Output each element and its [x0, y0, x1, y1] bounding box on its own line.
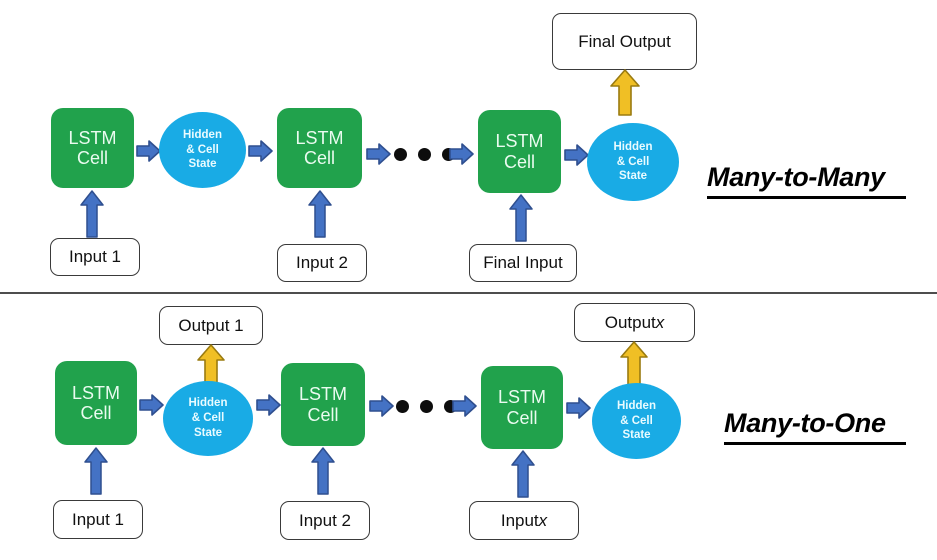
arrow-up-icon	[620, 341, 648, 387]
input-box-x[interactable]: Input x	[469, 501, 579, 540]
lstm-cell-final-line1: LSTM	[495, 131, 544, 152]
input-box-2[interactable]: Input 2	[280, 501, 370, 540]
hidden-cell-state-1-line3: State	[188, 158, 217, 171]
arrow-right-icon	[139, 394, 164, 416]
output-box-final-label: Final Output	[578, 31, 671, 51]
hidden-cell-state-1-line2: & Cell	[191, 412, 225, 425]
output-box-x-label: Output	[604, 312, 656, 332]
section-title-many-to-many-text: Many-to-Many	[707, 162, 885, 192]
arrow-right-icon	[452, 395, 477, 417]
ellipsis-dot	[396, 400, 409, 413]
hidden-cell-state-x-line1: Hidden	[617, 399, 656, 412]
input-box-final-label: Final Input	[483, 253, 563, 272]
lstm-cell-2[interactable]: LSTM Cell	[281, 363, 365, 446]
output-box-1[interactable]: Output 1	[159, 306, 263, 345]
ellipsis-dot	[394, 148, 407, 161]
arrow-right-icon	[449, 143, 474, 165]
hidden-cell-state-final-line1: Hidden	[613, 140, 653, 153]
arrow-up-icon	[610, 69, 640, 116]
section-divider	[0, 292, 937, 294]
lstm-cell-x-line1: LSTM	[497, 387, 546, 408]
hidden-cell-state-1-line1: Hidden	[183, 128, 222, 141]
section-title-underline	[724, 442, 906, 445]
arrow-right-icon	[256, 394, 281, 416]
input-box-1-label: Input 1	[69, 247, 121, 266]
hidden-cell-state-1-line2: & Cell	[186, 143, 219, 156]
output-box-x[interactable]: Output x	[574, 303, 695, 342]
hidden-cell-state-x-line2: & Cell	[620, 414, 653, 427]
lstm-cell-2-line1: LSTM	[295, 127, 344, 148]
input-box-1-label: Input 1	[72, 509, 124, 529]
hidden-cell-state-final-line2: & Cell	[616, 155, 650, 168]
lstm-cell-2-line1: LSTM	[298, 384, 347, 405]
input-box-2[interactable]: Input 2	[277, 244, 367, 282]
hidden-cell-state-x-line3: State	[622, 429, 651, 442]
output-box-x-italic: x	[655, 312, 665, 332]
hidden-cell-state-1[interactable]: Hidden & Cell State	[159, 112, 246, 188]
arrow-right-icon	[248, 140, 273, 162]
lstm-cell-1-line2: Cell	[80, 403, 112, 423]
arrow-up-icon	[509, 194, 533, 242]
arrow-up-icon	[84, 447, 108, 495]
input-box-final[interactable]: Final Input	[469, 244, 577, 282]
ellipsis-dot	[418, 148, 431, 161]
arrow-up-icon	[80, 190, 104, 238]
arrow-right-icon	[564, 144, 589, 166]
arrow-right-icon	[366, 143, 391, 165]
input-box-2-label: Input 2	[296, 253, 348, 272]
input-box-1[interactable]: Input 1	[53, 500, 143, 539]
lstm-cell-2-line2: Cell	[307, 404, 339, 425]
arrow-right-icon	[136, 140, 161, 162]
output-box-1-label: Output 1	[178, 315, 244, 335]
lstm-cell-final[interactable]: LSTM Cell	[478, 110, 561, 193]
arrow-up-icon	[311, 447, 335, 495]
lstm-cell-1-line1: LSTM	[68, 127, 117, 148]
section-title-underline	[707, 196, 906, 199]
output-box-final[interactable]: Final Output	[552, 13, 697, 70]
hidden-cell-state-final[interactable]: Hidden & Cell State	[587, 123, 679, 201]
section-title-many-to-one: Many-to-One	[724, 408, 886, 439]
hidden-cell-state-1[interactable]: Hidden & Cell State	[163, 381, 253, 456]
hidden-cell-state-final-line3: State	[618, 170, 648, 183]
lstm-cell-1[interactable]: LSTM Cell	[55, 361, 137, 445]
lstm-cell-x[interactable]: LSTM Cell	[481, 366, 563, 449]
hidden-cell-state-1-line3: State	[193, 426, 223, 439]
lstm-cell-2-line2: Cell	[303, 148, 335, 168]
lstm-cell-2[interactable]: LSTM Cell	[277, 108, 362, 188]
input-box-x-italic: x	[538, 510, 548, 530]
lstm-cell-x-line2: Cell	[506, 407, 538, 428]
arrow-up-icon	[308, 190, 332, 238]
section-title-many-to-one-text: Many-to-One	[724, 408, 886, 438]
lstm-cell-1[interactable]: LSTM Cell	[51, 108, 134, 188]
ellipsis-dot	[420, 400, 433, 413]
input-box-2-label: Input 2	[299, 510, 351, 530]
arrow-up-icon	[511, 450, 535, 498]
lstm-cell-1-line1: LSTM	[71, 382, 120, 403]
section-title-many-to-many: Many-to-Many	[707, 162, 885, 193]
hidden-cell-state-x[interactable]: Hidden & Cell State	[592, 383, 681, 459]
lstm-cell-final-line2: Cell	[503, 151, 535, 172]
arrow-right-icon	[566, 397, 591, 419]
hidden-cell-state-1-line1: Hidden	[188, 397, 228, 410]
arrow-right-icon	[369, 395, 394, 417]
input-box-1[interactable]: Input 1	[50, 238, 140, 276]
input-box-x-label: Input	[500, 510, 539, 530]
lstm-cell-1-line2: Cell	[76, 148, 108, 168]
